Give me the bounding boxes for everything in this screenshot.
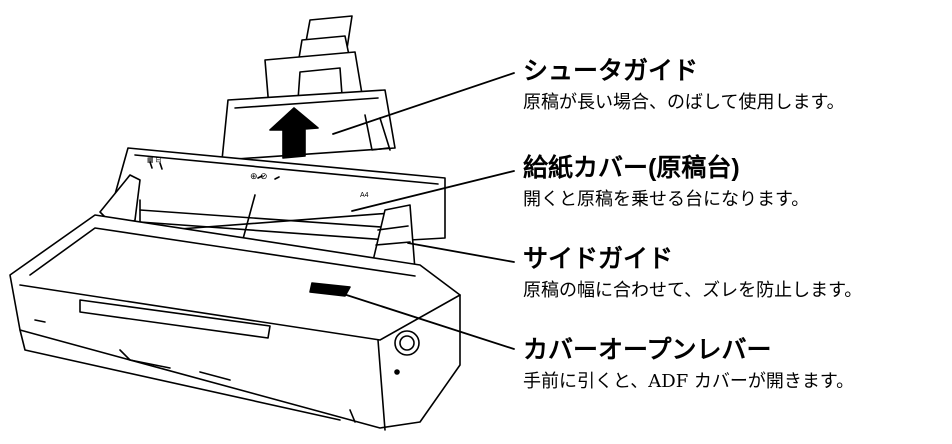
callout-title: 給紙カバー(原稿台) bbox=[523, 154, 740, 182]
callout-feed-cover: 給紙カバー(原稿台) 開くと原稿を乗せる台になります。 bbox=[523, 153, 948, 212]
callout-chute-guide: シュータガイド 原稿が長い場合、のばして使用します。 bbox=[523, 56, 948, 115]
chute-guide-drawing bbox=[207, 15, 396, 199]
svg-text:▦ ⊟: ▦ ⊟ bbox=[147, 157, 162, 164]
power-button-drawing bbox=[394, 330, 420, 375]
callout-side-guide: サイドガイド 原稿の幅に合わせて、ズレを防止します。 bbox=[523, 244, 948, 303]
callout-title: シュータガイド bbox=[523, 57, 699, 85]
svg-text:⊕ ⊘: ⊕ ⊘ bbox=[250, 171, 268, 181]
scanner-body-drawing bbox=[9, 214, 461, 431]
callout-desc: 手前に引くと、ADF カバーが開きます。 bbox=[523, 371, 855, 392]
leader-lines bbox=[330, 72, 515, 350]
leader-line-chute bbox=[332, 72, 515, 135]
up-arrow-icon bbox=[269, 107, 319, 159]
leader-line-cover bbox=[351, 170, 515, 212]
callout-title: カバーオープンレバー bbox=[523, 336, 772, 364]
leader-line-side bbox=[407, 242, 515, 263]
svg-text:A4: A4 bbox=[360, 192, 369, 199]
callout-desc: 原稿の幅に合わせて、ズレを防止します。 bbox=[523, 280, 863, 301]
callout-desc: 開くと原稿を乗せる台になります。 bbox=[523, 189, 810, 210]
leader-line-lever bbox=[330, 289, 515, 350]
callout-title: サイドガイド bbox=[523, 245, 674, 273]
callout-cover-lever: カバーオープンレバー 手前に引くと、ADF カバーが開きます。 bbox=[523, 335, 948, 394]
callout-desc: 原稿が長い場合、のばして使用します。 bbox=[523, 92, 845, 113]
